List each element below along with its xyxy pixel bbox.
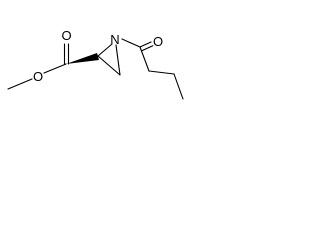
atom-label-ester-oxygen: O [33,69,43,84]
bond-ring-c2-c3 [97,55,121,76]
bond-amide-carbonyl-double-b [141,45,154,52]
atom-label-nitrogen: N [110,32,119,47]
atom-label-amide-carbonyl-oxygen: O [153,34,163,49]
bond-ring-n-c3 [115,44,121,76]
bond-wedge-stereocenter [66,53,99,64]
bond-amide-carbonyl-double-a [139,41,152,48]
bond-methyl-ester-oxygen [7,78,33,90]
bond-chain-3 [173,73,184,100]
bond-ring-c2-n [97,43,113,57]
bond-chain-2 [148,70,175,75]
bond-nitrogen-amide-carbon [121,38,141,48]
bond-chain-1 [139,46,150,72]
bond-ester-oxygen-carbonyl-carbon [43,63,67,74]
atom-label-ester-carbonyl-oxygen: O [61,28,71,43]
molecule-structure: O O N O [7,28,184,100]
